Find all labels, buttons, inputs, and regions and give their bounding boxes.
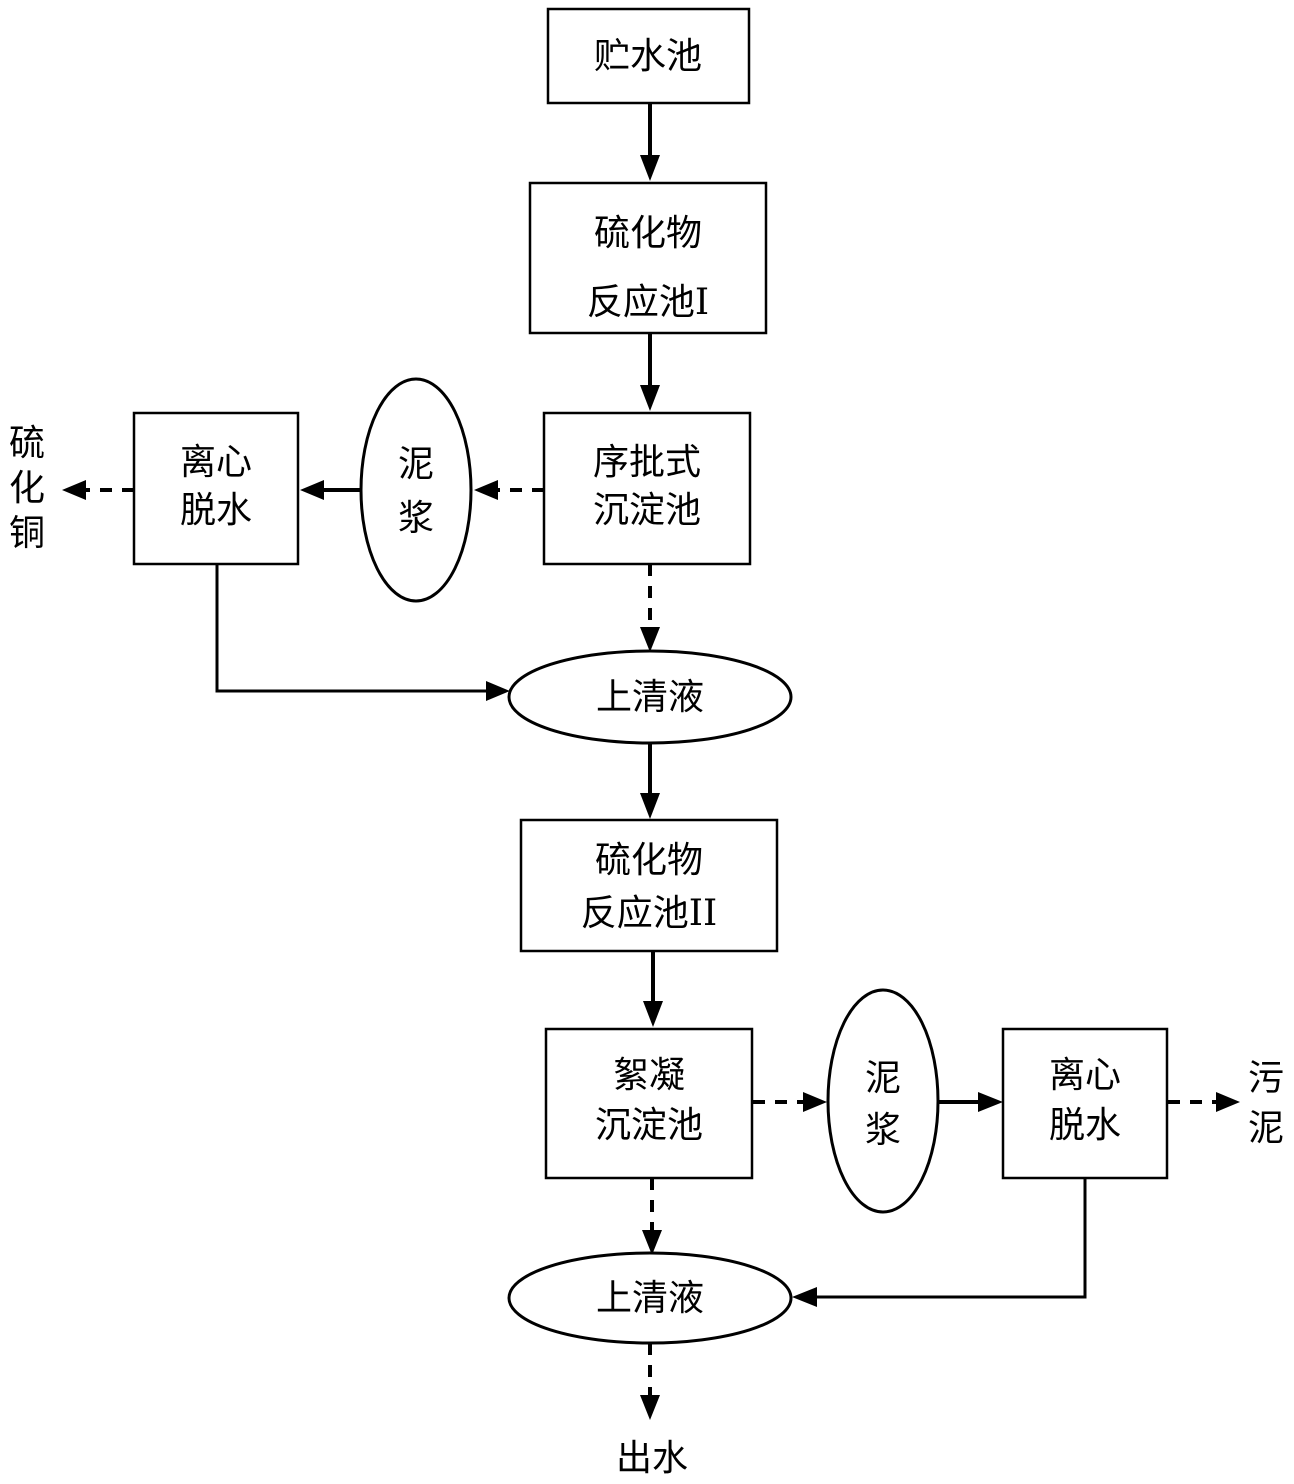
arrow-slurry2-to-centrifuge2 [939, 1092, 1003, 1112]
arrow-slurry1-to-centrifuge1 [300, 480, 360, 500]
copper-sulfide-char2: 化 [9, 468, 45, 509]
output-copper-sulfide: 硫 化 铜 [9, 423, 45, 554]
node-supernatant-2: 上清液 [507, 1251, 793, 1345]
node-centrifuge-2: 离心 脱水 [1001, 1027, 1169, 1180]
node-centrifuge-1: 离心 脱水 [132, 411, 300, 566]
sludge-char1: 污 [1248, 1058, 1284, 1099]
output-effluent: 出水 [616, 1438, 688, 1479]
node-storage-tank: 贮水池 [546, 7, 751, 105]
node-slurry-1: 泥 浆 [359, 377, 473, 603]
centrifuge-1-label-line2: 脱水 [180, 490, 252, 531]
arrow-supernatant2-to-effluent [640, 1343, 660, 1420]
arrow-flocculation-to-slurry2 [753, 1092, 827, 1112]
node-slurry-2: 泥 浆 [826, 988, 940, 1214]
copper-sulfide-char1: 硫 [9, 423, 45, 464]
supernatant-1-label: 上清液 [596, 677, 704, 718]
arrow-reactor1-to-sbr [640, 334, 660, 411]
arrow-flocculation-to-supernatant2 [642, 1178, 662, 1255]
flocculation-tank-label-line2: 沉淀池 [595, 1105, 703, 1146]
arrow-sbr-to-slurry1 [474, 480, 544, 500]
arrow-reactor2-to-flocculation [643, 951, 663, 1027]
slurry-1-label-line2: 浆 [398, 498, 434, 539]
effluent-label: 出水 [616, 1438, 688, 1479]
centrifuge-2-label-line2: 脱水 [1049, 1105, 1121, 1146]
centrifuge-2-label-line1: 离心 [1049, 1055, 1121, 1096]
output-sludge: 污 泥 [1248, 1058, 1284, 1149]
arrow-sbr-to-supernatant1 [640, 564, 660, 652]
flocculation-tank-label-line1: 絮凝 [613, 1055, 685, 1096]
sulfide-reactor-1-label-line1: 硫化物 [594, 213, 702, 254]
slurry-2-label-line1: 泥 [865, 1058, 901, 1099]
centrifuge-1-label-line1: 离心 [180, 442, 252, 483]
supernatant-2-label: 上清液 [596, 1278, 704, 1319]
slurry-2-label-line2: 浆 [865, 1110, 901, 1151]
slurry-1-label-line1: 泥 [398, 444, 434, 485]
node-supernatant-1: 上清液 [507, 649, 793, 745]
node-flocculation-settling-tank: 絮凝 沉淀池 [544, 1027, 754, 1180]
sulfide-reactor-2-label-line1: 硫化物 [595, 840, 703, 881]
storage-tank-label: 贮水池 [594, 36, 702, 77]
node-sulfide-reactor-2: 硫化物 反应池II [519, 818, 779, 953]
sbr-settling-tank-label-line1: 序批式 [593, 442, 701, 483]
sulfide-reactor-1-label-line2: 反应池I [587, 282, 709, 323]
arrow-centrifuge2-to-supernatant2 [792, 1178, 1087, 1307]
node-sbr-settling-tank: 序批式 沉淀池 [542, 411, 752, 566]
sludge-char2: 泥 [1248, 1108, 1284, 1149]
node-sulfide-reactor-1: 硫化物 反应池I [528, 181, 768, 335]
arrow-supernatant1-to-reactor2 [640, 742, 660, 819]
sulfide-reactor-2-label-line2: 反应池II [581, 893, 717, 934]
arrow-centrifuge2-to-sludge [1168, 1092, 1240, 1112]
arrow-centrifuge1-to-supernatant1 [215, 564, 510, 701]
arrow-centrifuge1-to-copper-sulfide [62, 480, 134, 500]
arrow-storage-to-reactor1 [640, 103, 660, 181]
copper-sulfide-char3: 铜 [9, 513, 45, 554]
sbr-settling-tank-label-line2: 沉淀池 [593, 490, 701, 531]
